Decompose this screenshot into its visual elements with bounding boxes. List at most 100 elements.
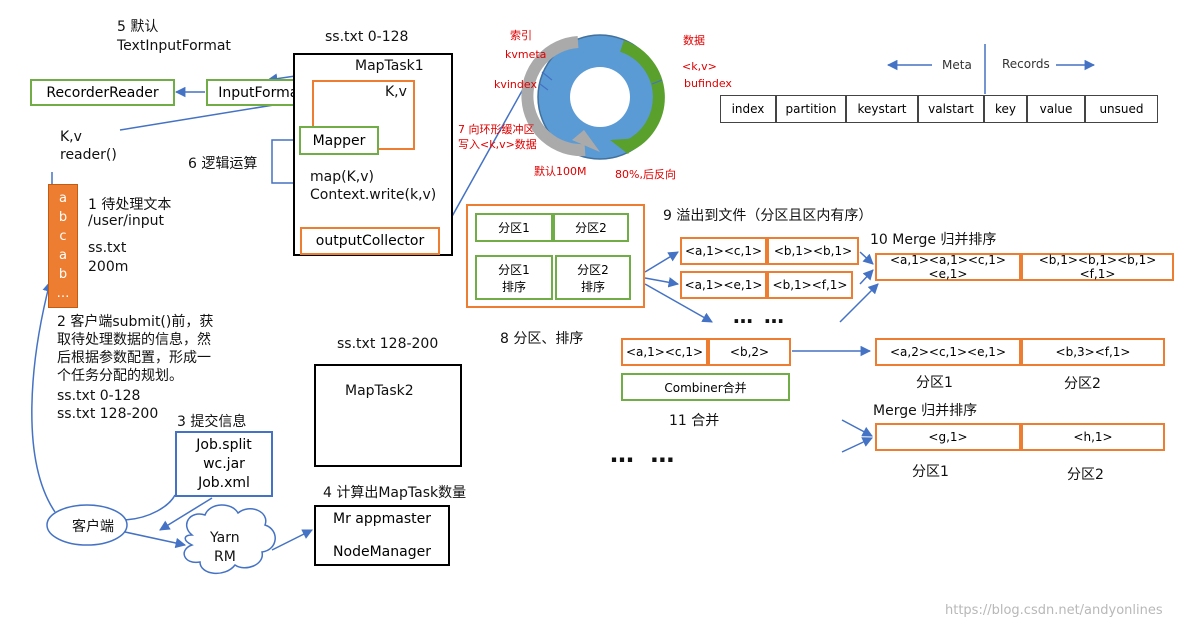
output-collector-label: outputCollector [315,233,425,249]
threshold-label: 80%,后反向 [615,168,676,181]
final-p2: <h,1> [1021,423,1165,451]
partition1-sort-l1: 分区1 [498,262,530,277]
ring-buffer [521,34,665,160]
more-maptasks-dots: … … [610,440,679,468]
split1-header: ss.txt 0-128 [325,29,409,45]
mapper-label: Mapper [312,132,366,149]
combine-out-label-p1: 分区1 [916,375,953,391]
file-char-2: c [59,229,67,244]
arrow-final-merge-b [841,437,873,453]
step1-title: 1 待处理文本 [88,197,172,213]
file-char-3: a [59,248,67,263]
arrow-spill2-to-merge [859,269,874,285]
partition1-label: 分区1 [498,221,530,235]
step8-title: 8 分区、排序 [500,331,584,347]
maptask2-label: MapTask2 [345,383,414,399]
file-char-4: b [58,267,68,282]
rm-label: RM [214,549,236,565]
kv-reader-l1: K,v [60,129,82,145]
spill-row2-p2: <b,1><f,1> [767,271,853,299]
maptask2-box [314,364,462,467]
arrow-part-to-spill3 [644,283,713,323]
arrow-yarn-to-appmaster [271,529,313,551]
kv-tag: <k,v> [682,60,717,73]
step2-line1: 2 客户端submit()前，获 [57,314,214,330]
input-format-label: InputFormat [218,84,304,101]
meta-label: Meta [942,58,972,72]
arrow-client-to-yarn [124,531,187,549]
index-label: 索引 [510,29,532,42]
meta-field-partition: partition [776,95,846,123]
spill-row2-p1: <a,1><e,1> [680,271,767,299]
step3-title: 3 提交信息 [177,414,247,430]
partition1-sort-l2: 排序 [501,279,526,294]
arrow-jobinfo-to-yarn [159,497,213,531]
client-ellipse [46,504,128,546]
context-write: Context.write(k,v) [310,187,437,203]
records-label: Records [1002,57,1050,71]
record-field-unused: unsued [1085,95,1158,123]
file-char-0: a [59,191,67,206]
merge2-title: Merge 归并排序 [873,403,978,419]
step2-line6: ss.txt 128-200 [57,406,159,422]
job-xml-label: Job.xml [198,474,250,491]
step2-line4: 个任务分配的规划。 [57,368,183,384]
watermark: https://blog.csdn.net/andyonlines [945,603,1163,618]
step7-line2: 写入<k,v>数据 [458,138,537,151]
recorder-reader-box: RecorderReader [30,79,175,106]
mapper-box: Mapper [299,126,379,155]
output-collector-box: outputCollector [300,227,440,255]
yarn-label: Yarn [210,530,240,546]
record-field-value: value [1027,95,1085,123]
step5-title: 5 默认 [117,19,159,35]
combine-out-p1: <a,2><c,1><e,1> [875,338,1021,366]
spill-row1-p2: <b,1><b,1> [767,237,859,265]
recorder-reader-label: RecorderReader [46,84,159,101]
partition1-box: 分区1 [475,213,553,242]
merged-p2: <b,1><b,1><b,1><f,1> [1021,253,1174,281]
step1-path: /user/input [88,213,164,229]
step2-line3: 后根据参数配置，形成一 [57,350,211,366]
final-label-p2: 分区2 [1067,467,1104,483]
appmaster-box: Mr appmaster NodeManager [314,505,450,566]
step2-line2: 取待处理数据的信息，然 [57,332,211,348]
spill-dots: … … [733,304,786,328]
partition2-sort-box: 分区2 排序 [555,255,631,300]
step11-title: 11 合并 [669,413,720,429]
final-label-p1: 分区1 [912,464,949,480]
combine-out-p2: <b,3><f,1> [1021,338,1165,366]
input-file-block: a b c a b … [48,184,78,308]
split2-header: ss.txt 128-200 [337,336,439,352]
meta-field-valstart: valstart [918,95,984,123]
default-size-label: 默认100M [534,165,587,178]
map-call: map(K,v) [310,169,374,185]
step2-line5: ss.txt 0-128 [57,388,141,404]
meta-field-keystart: keystart [846,95,918,123]
step1-size: 200m [88,259,129,275]
arrow-part-to-spill1 [644,251,679,273]
record-field-key: key [984,95,1027,123]
partition2-label: 分区2 [575,221,607,235]
combine-in-p1: <a,1><c,1> [621,338,708,366]
kvindex-label: kvindex [494,78,537,91]
client-label: 客户端 [72,519,114,535]
arrow-spill1-to-merge [859,251,874,265]
data-label: 数据 [683,34,705,47]
kv-reader-l2: reader() [60,147,117,163]
combine-in-p2: <b,2> [708,338,791,366]
arrow-client-to-jobinfo [119,494,176,521]
step1-file: ss.txt [88,240,127,256]
node-manager-label: NodeManager [333,544,431,560]
step6-title: 6 逻辑运算 [188,156,258,172]
combiner-box: Combiner合并 [621,373,790,401]
combine-out-label-p2: 分区2 [1064,376,1101,392]
job-split-label: Job.split [196,436,252,453]
step7-line1: 7 向环形缓冲区 [458,123,535,136]
partition2-sort-l1: 分区2 [577,262,609,277]
step9-title: 9 溢出到文件（分区且区内有序） [663,208,873,224]
wc-jar-label: wc.jar [203,455,245,472]
merged-p1: <a,1><a,1><c,1><e,1> [875,253,1021,281]
kv-label: K,v [385,84,407,100]
arrow-part-to-spill2 [644,277,680,288]
